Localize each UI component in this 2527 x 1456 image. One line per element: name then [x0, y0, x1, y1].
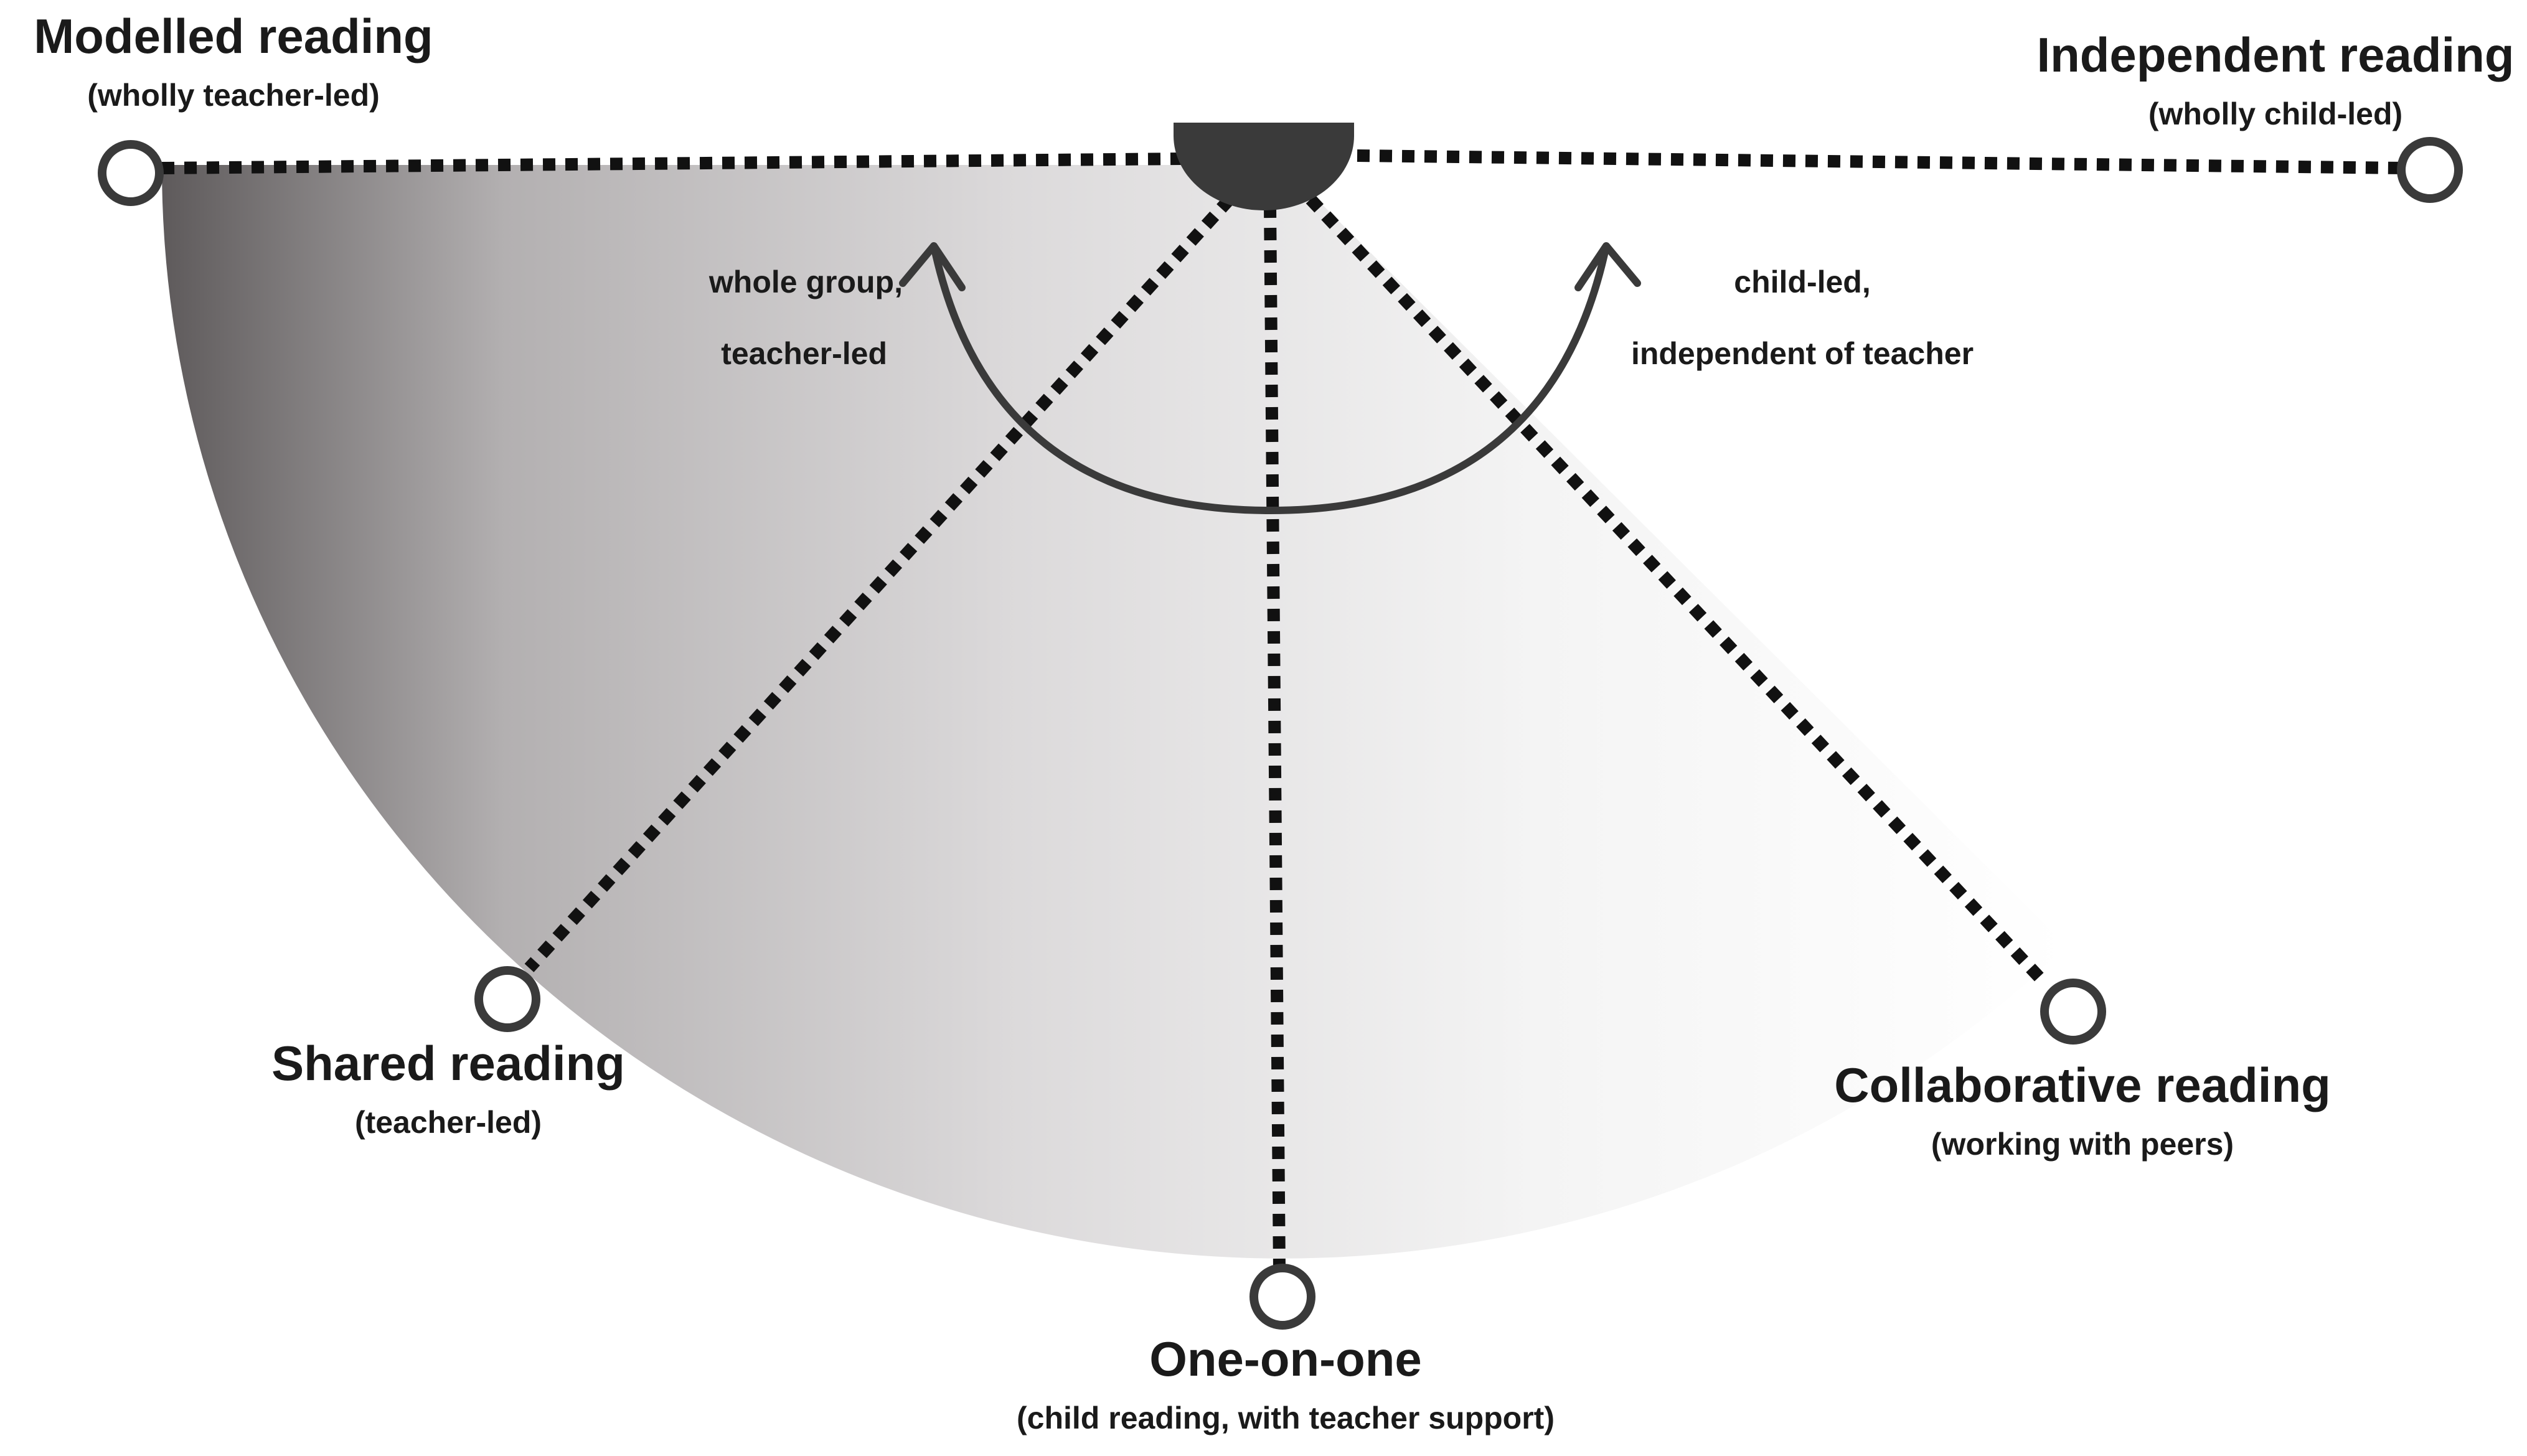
label-modelled-reading-title: Modelled reading: [34, 9, 433, 63]
label-modelled-reading-subtitle: (wholly teacher-led): [87, 78, 380, 113]
arc-label-right-line1: child-led,: [1734, 265, 1870, 299]
teacher-hub: [1174, 123, 1354, 210]
dotted-line-shared: [524, 195, 1235, 972]
label-shared-reading-subtitle: (teacher-led): [355, 1105, 542, 1140]
arrowhead-right: [1574, 242, 1641, 291]
dotted-line-independent: [1357, 149, 2405, 174]
node-collaborative-reading: [2040, 979, 2106, 1045]
label-one-on-one-title: One-on-one: [1149, 1332, 1422, 1386]
arc-label-left-line1: whole group,: [708, 265, 903, 299]
label-one-on-one-subtitle: (child reading, with teacher support): [1017, 1401, 1555, 1435]
double-headed-curved-arrow: [899, 242, 1641, 515]
arc-label-left-line2: teacher-led: [721, 336, 887, 371]
label-collaborative-reading-subtitle: (working with peers): [1931, 1127, 2234, 1162]
node-one-on-one: [1249, 1264, 1315, 1330]
node-shared-reading: [474, 966, 540, 1032]
label-shared-reading-title: Shared reading: [271, 1036, 625, 1091]
label-independent-reading-title: Independent reading: [2036, 27, 2514, 82]
label-collaborative-reading-title: Collaborative reading: [1834, 1058, 2331, 1112]
node-independent-reading: [2397, 137, 2463, 203]
arrowhead-left: [899, 242, 966, 291]
curved-arrow-arc: [930, 245, 1610, 515]
label-independent-reading-subtitle: (wholly child-led): [2148, 96, 2402, 131]
node-modelled-reading: [98, 140, 164, 206]
arc-label-right-line2: independent of teacher: [1631, 336, 1974, 371]
gradient-fan: [161, 165, 2067, 1259]
